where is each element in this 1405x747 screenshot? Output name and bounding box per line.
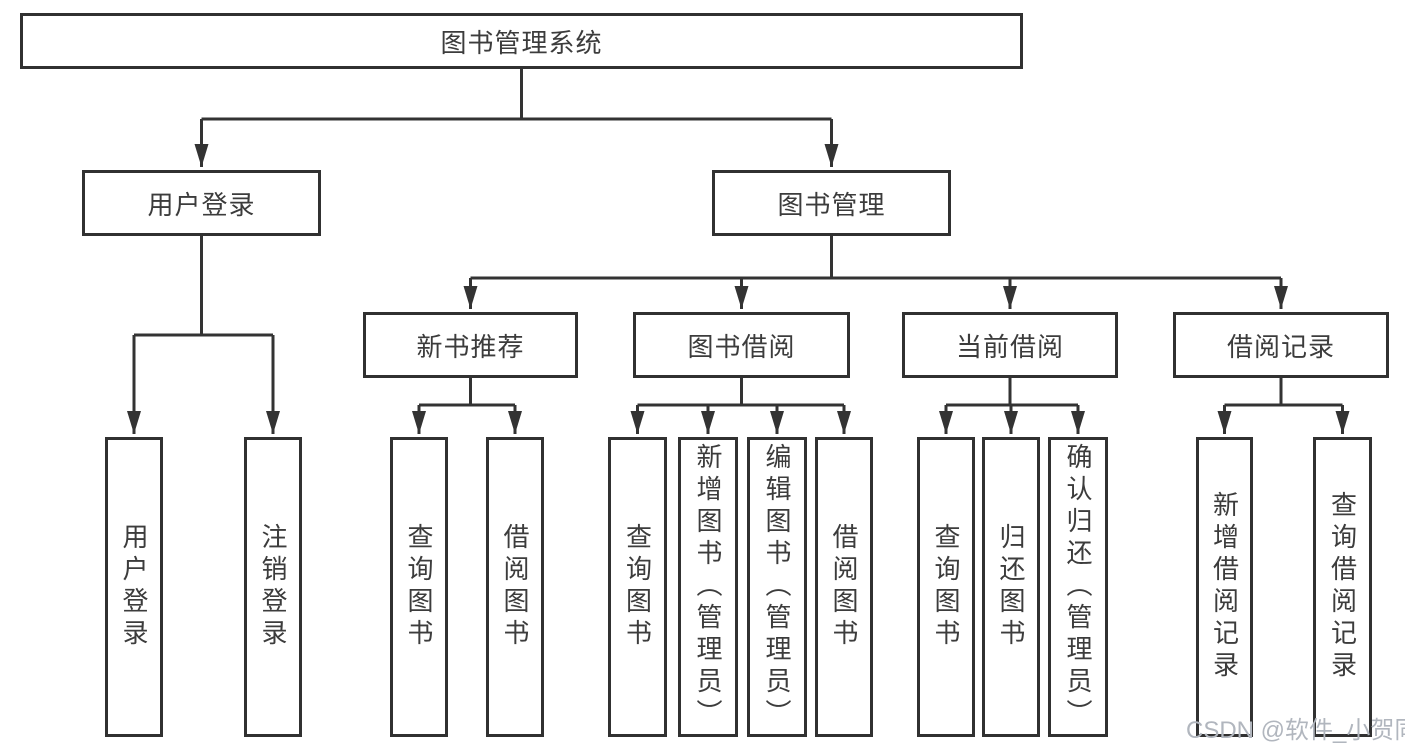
node-label: 借阅图书 xyxy=(500,523,530,651)
node-label: 编辑图书（管理员） xyxy=(762,443,792,731)
node-label: 借阅记录 xyxy=(1226,331,1335,362)
node-book-management: 图书管理 xyxy=(712,170,951,236)
node-label: 查询借阅记录 xyxy=(1327,491,1358,683)
node-new-book-recommendation: 新书推荐 xyxy=(363,312,578,378)
node-current-borrowing: 当前借阅 xyxy=(902,312,1118,378)
node-label: 注销登录 xyxy=(258,523,288,651)
node-label: 借阅图书 xyxy=(829,523,859,651)
node-label: 图书管理系统 xyxy=(440,27,603,58)
leaf-query-books-current: 查询图书 xyxy=(917,437,975,737)
node-label: 查询图书 xyxy=(404,523,434,651)
node-label: 查询图书 xyxy=(931,523,961,651)
leaf-query-books-recommend: 查询图书 xyxy=(390,437,448,737)
connector-paths xyxy=(127,68,1350,434)
csdn-watermark: CSDN @软件_小贺同学 xyxy=(1186,717,1405,744)
node-label: 用户登录 xyxy=(147,189,256,220)
leaf-edit-books-admin: 编辑图书（管理员） xyxy=(747,437,807,737)
node-label: 当前借阅 xyxy=(955,331,1064,362)
node-book-borrowing: 图书借阅 xyxy=(633,312,850,378)
node-label: 图书借阅 xyxy=(687,331,796,362)
leaf-add-borrowing-record: 新增借阅记录 xyxy=(1196,437,1253,737)
node-user-login: 用户登录 xyxy=(82,170,321,236)
node-label: 用户登录 xyxy=(119,523,149,651)
node-label: 新增图书（管理员） xyxy=(693,443,723,731)
leaf-add-books-admin: 新增图书（管理员） xyxy=(678,437,738,737)
node-label: 新增借阅记录 xyxy=(1209,491,1240,683)
leaf-logout: 注销登录 xyxy=(244,437,302,737)
leaf-borrow-books-recommend: 借阅图书 xyxy=(486,437,544,737)
node-library-management-system: 图书管理系统 xyxy=(20,13,1023,69)
node-label: 归还图书 xyxy=(996,523,1026,651)
leaf-user-login: 用户登录 xyxy=(105,437,163,737)
leaf-return-books: 归还图书 xyxy=(982,437,1040,737)
leaf-query-borrowing-record: 查询借阅记录 xyxy=(1313,437,1372,737)
leaf-borrow-books: 借阅图书 xyxy=(815,437,873,737)
node-label: 确认归还（管理员） xyxy=(1063,443,1093,731)
node-label: 图书管理 xyxy=(777,189,886,220)
leaf-confirm-return-admin: 确认归还（管理员） xyxy=(1048,437,1108,737)
leaf-query-books-borrowing: 查询图书 xyxy=(608,437,667,737)
node-label: 查询图书 xyxy=(622,523,653,651)
node-label: 新书推荐 xyxy=(416,331,525,362)
node-borrowing-records: 借阅记录 xyxy=(1173,312,1389,378)
